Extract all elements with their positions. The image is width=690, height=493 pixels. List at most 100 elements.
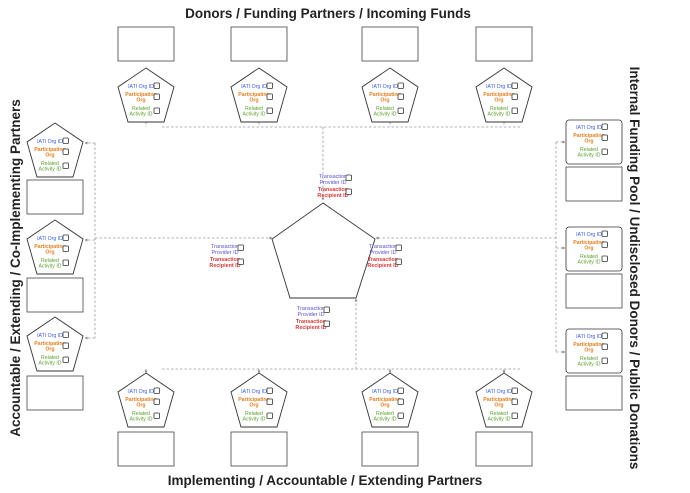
related-activity-checkbox[interactable] <box>62 356 69 363</box>
related-activity-checkbox[interactable] <box>511 412 518 419</box>
donor-box <box>117 26 175 62</box>
participating-org-checkbox[interactable] <box>62 245 69 252</box>
related-activity-label-2: Activity ID <box>38 167 61 173</box>
transaction-recipient-checkbox[interactable] <box>237 258 244 265</box>
pentagon-node <box>230 372 288 428</box>
iati-org-id-checkbox[interactable] <box>62 331 69 338</box>
participating-org-checkbox[interactable] <box>397 93 404 100</box>
participating-org-label: Participating <box>34 341 65 347</box>
participating-org-label: Participating <box>369 397 400 403</box>
iati-org-id-checkbox[interactable] <box>266 82 273 89</box>
participating-org-checkbox[interactable] <box>397 398 404 405</box>
participating-org-label-2: Org <box>45 347 54 353</box>
transaction-recipient-checkbox[interactable] <box>323 320 330 327</box>
related-activity-checkbox[interactable] <box>266 412 273 419</box>
related-activity-checkbox[interactable] <box>397 412 404 419</box>
participating-org-checkbox[interactable] <box>266 93 273 100</box>
iati-org-id-label: IATI Org ID <box>372 389 398 395</box>
iati-org-id-label: IATI Org ID <box>128 389 154 395</box>
iati-org-id-checkbox[interactable] <box>601 123 608 130</box>
participating-org-checkbox[interactable] <box>153 93 160 100</box>
co-implementing-node: IATI Org IDParticipatingOrgRelatedActivi… <box>26 219 84 275</box>
participating-org-label: Participating <box>238 397 269 403</box>
iati-org-id-label: IATI Org ID <box>37 139 63 145</box>
title-left: Accountable / Extending / Co-Implementin… <box>8 99 23 437</box>
pentagon-node <box>26 219 84 275</box>
transaction-provider-label-2: Provider ID <box>370 250 397 256</box>
iati-org-id-checkbox[interactable] <box>601 332 608 339</box>
participating-org-checkbox[interactable] <box>153 398 160 405</box>
iati-org-id-label: IATI Org ID <box>486 84 512 90</box>
participating-org-label-2: Org <box>136 403 145 409</box>
participating-org-checkbox[interactable] <box>601 134 608 141</box>
implementing-box <box>230 431 288 467</box>
related-activity-label-2: Activity ID <box>38 361 61 367</box>
iati-org-id-checkbox[interactable] <box>62 137 69 144</box>
iati-org-id-checkbox[interactable] <box>153 82 160 89</box>
funding-pool-node: IATI Org IDParticipatingOrgRelatedActivi… <box>565 328 623 374</box>
co-implementing-box <box>26 277 84 313</box>
related-activity-checkbox[interactable] <box>62 162 69 169</box>
title-right: Internal Funding Pool / Undisclosed Dono… <box>627 67 642 470</box>
related-activity-label-2: Activity ID <box>373 417 396 423</box>
related-activity-checkbox[interactable] <box>62 259 69 266</box>
participating-org-checkbox[interactable] <box>511 398 518 405</box>
participating-org-label: Participating <box>483 92 514 98</box>
participating-org-checkbox[interactable] <box>511 93 518 100</box>
related-activity-checkbox[interactable] <box>511 107 518 114</box>
participating-org-checkbox[interactable] <box>62 342 69 349</box>
iati-org-id-checkbox[interactable] <box>397 387 404 394</box>
participating-org-label-2: Org <box>136 98 145 104</box>
iati-org-id-checkbox[interactable] <box>266 387 273 394</box>
related-activity-checkbox[interactable] <box>601 357 608 364</box>
transaction-provider-label: Transaction <box>297 306 325 312</box>
transaction-provider-checkbox[interactable] <box>345 174 352 181</box>
iati-org-id-checkbox[interactable] <box>511 387 518 394</box>
transaction-recipient-checkbox[interactable] <box>345 188 352 195</box>
iati-org-id-checkbox[interactable] <box>153 387 160 394</box>
related-activity-checkbox[interactable] <box>266 107 273 114</box>
participating-org-label: Participating <box>573 240 604 246</box>
implementing-node: IATI Org IDParticipatingOrgRelatedActivi… <box>475 372 533 428</box>
related-activity-checkbox[interactable] <box>153 107 160 114</box>
related-activity-checkbox[interactable] <box>397 107 404 114</box>
related-activity-checkbox[interactable] <box>153 412 160 419</box>
related-activity-checkbox[interactable] <box>601 255 608 262</box>
connector-lines <box>84 122 566 374</box>
related-activity-label-2: Activity ID <box>577 260 600 266</box>
iati-org-id-checkbox[interactable] <box>62 234 69 241</box>
iati-org-id-checkbox[interactable] <box>397 82 404 89</box>
participating-org-label: Participating <box>573 342 604 348</box>
funding-pool-node: IATI Org IDParticipatingOrgRelatedActivi… <box>565 119 623 165</box>
participating-org-label-2: Org <box>45 153 54 159</box>
participating-org-checkbox[interactable] <box>266 398 273 405</box>
participating-org-checkbox[interactable] <box>62 148 69 155</box>
iati-org-id-checkbox[interactable] <box>511 82 518 89</box>
transaction-provider-label-2: Provider ID <box>212 250 239 256</box>
funding-pool-box <box>565 166 623 202</box>
funding-pool-box <box>565 273 623 309</box>
related-activity-label-2: Activity ID <box>242 417 265 423</box>
title-top: Donors / Funding Partners / Incoming Fun… <box>185 6 471 21</box>
participating-org-checkbox[interactable] <box>601 343 608 350</box>
pentagon-node <box>117 67 175 123</box>
transaction-provider-label: Transaction <box>369 244 397 250</box>
transaction-provider-checkbox[interactable] <box>323 306 330 313</box>
transaction-provider-checkbox[interactable] <box>395 244 402 251</box>
central-activity-pentagon <box>271 202 376 299</box>
pentagon-node <box>230 67 288 123</box>
iati-org-id-label: IATI Org ID <box>372 84 398 90</box>
related-activity-label-2: Activity ID <box>38 264 61 270</box>
iati-org-id-checkbox[interactable] <box>601 230 608 237</box>
implementing-box <box>117 431 175 467</box>
participating-org-checkbox[interactable] <box>601 241 608 248</box>
implementing-box <box>361 431 419 467</box>
transaction-provider-checkbox[interactable] <box>237 244 244 251</box>
transaction-recipient-checkbox[interactable] <box>395 258 402 265</box>
donor-box <box>230 26 288 62</box>
participating-org-label: Participating <box>34 147 65 153</box>
related-activity-label: Related <box>132 411 150 417</box>
related-activity-checkbox[interactable] <box>601 148 608 155</box>
